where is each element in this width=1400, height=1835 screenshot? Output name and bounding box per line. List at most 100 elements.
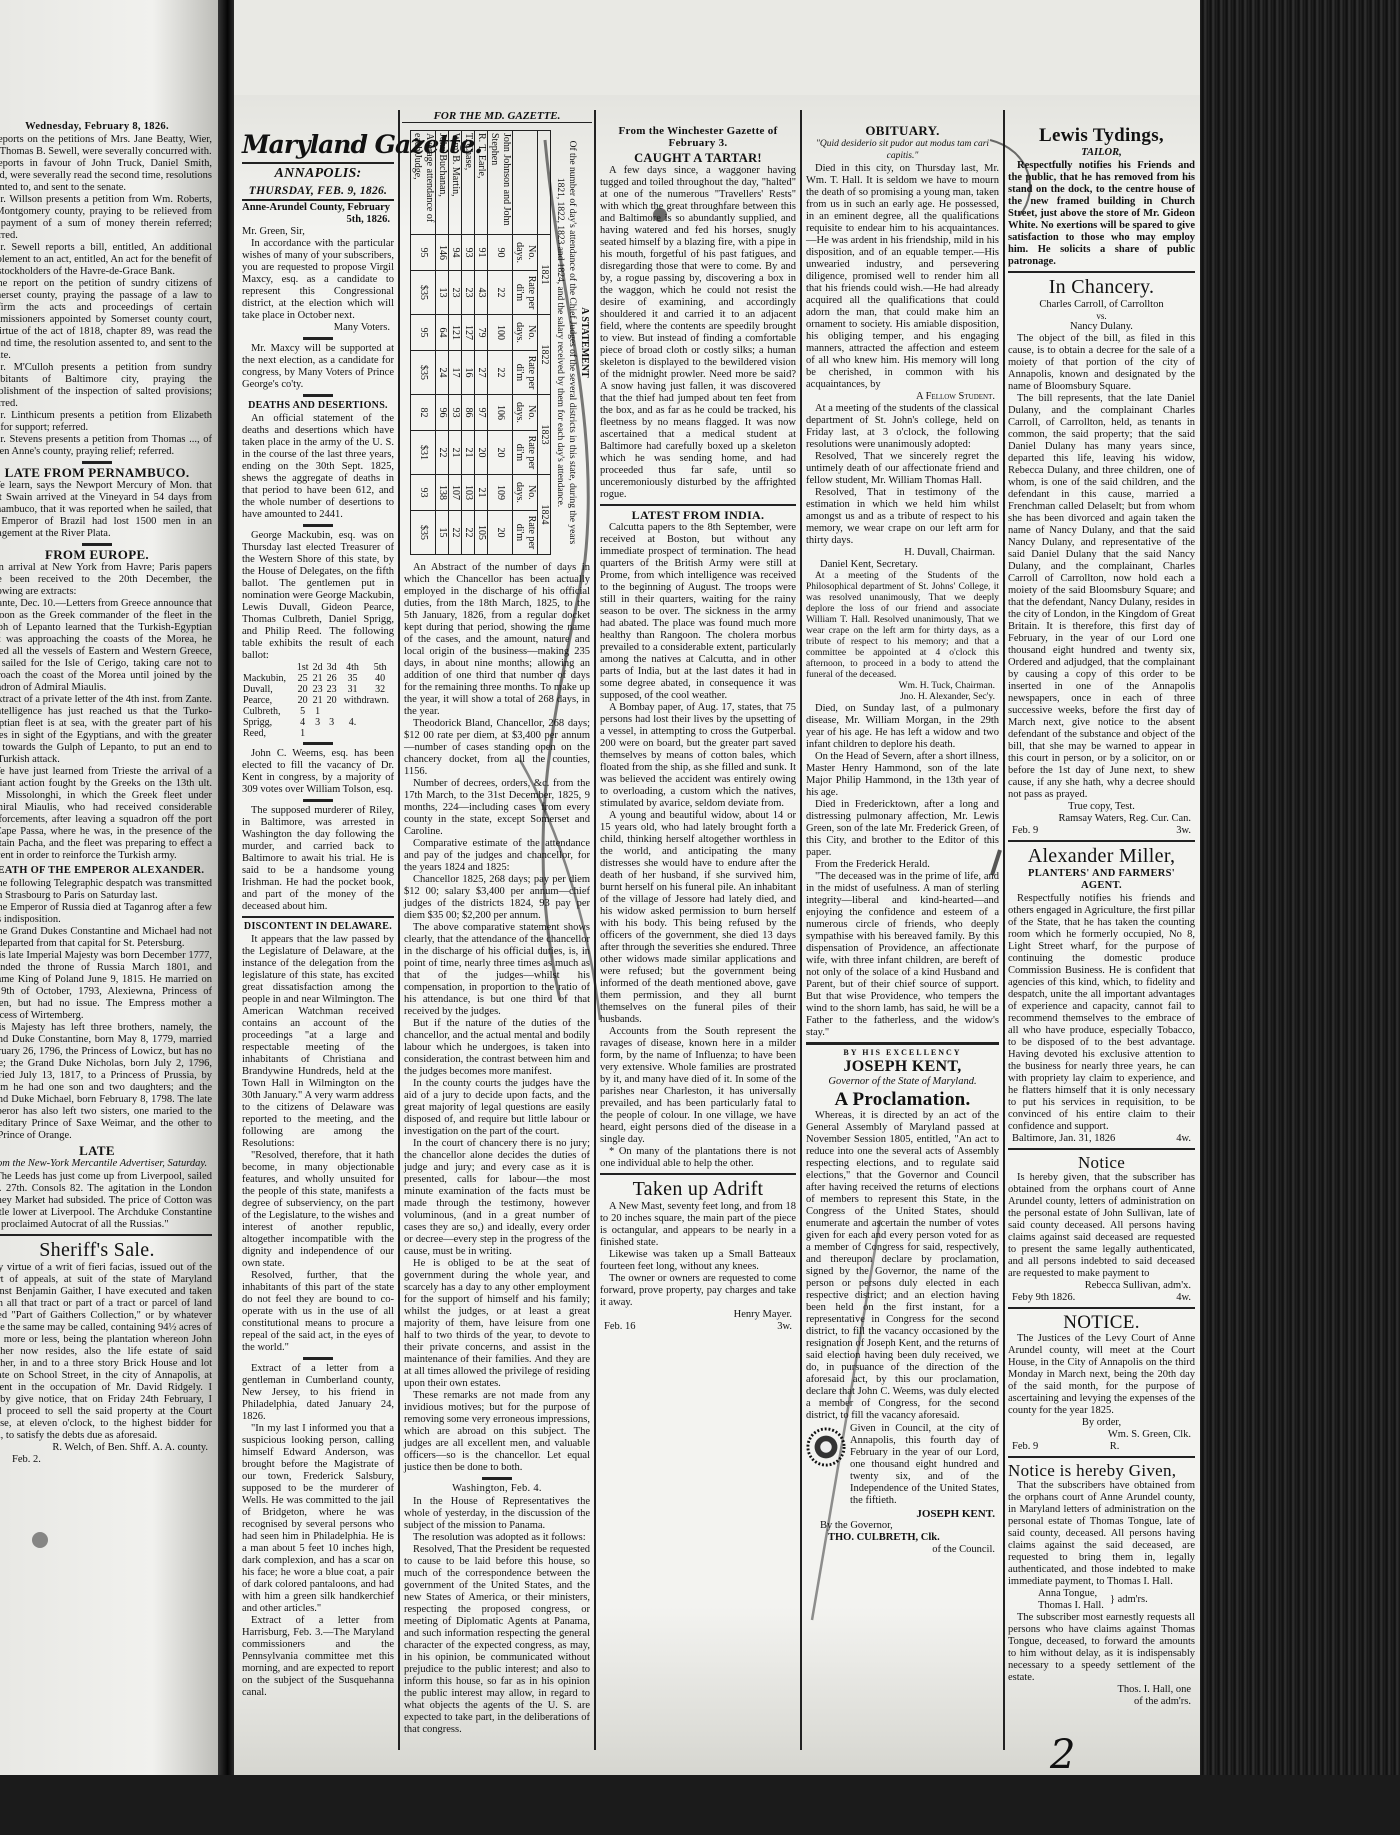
statement-cell: 23 xyxy=(461,270,475,315)
ballot-cell: 26 xyxy=(326,673,337,684)
weems-text: John C. Weems, esq. has been elected to … xyxy=(242,748,394,795)
statement-cell: 95 xyxy=(410,314,436,351)
ballot-cell: 5 xyxy=(300,706,306,717)
subheader: No. days. xyxy=(512,314,538,351)
notice3-signatures: Anna Tongue,Thomas I. Hall. } adm'rs. xyxy=(1038,1588,1195,1612)
ballot-cell: 20 xyxy=(326,695,337,706)
statement-cell: 22 xyxy=(487,350,513,395)
ballot-cell: 20 xyxy=(297,684,308,695)
ballot-cell: Sprigg, xyxy=(243,717,273,728)
india-heading: LATEST FROM INDIA. xyxy=(631,508,765,522)
meeting-text: Resolved, That in testimony of the estim… xyxy=(806,487,999,546)
statement-cell: 27 xyxy=(474,350,488,395)
europe-heading: FROM EUROPE. xyxy=(45,547,149,562)
statement-cell: 82 xyxy=(410,394,436,431)
india-text: Calcutta papers to the 8th September, we… xyxy=(600,522,796,701)
rule xyxy=(1008,1148,1195,1150)
abstract-text: These remarks are not made from any invi… xyxy=(404,1390,590,1473)
meeting-text: At a meeting of the students of the clas… xyxy=(806,403,999,450)
ballot-header xyxy=(242,662,295,673)
europe-text: Extract of a private letter of the 4th i… xyxy=(0,694,212,765)
column-rule xyxy=(800,110,802,1750)
proclamation-given-block: Given in Council, at the city of Annapol… xyxy=(806,1423,999,1507)
india-text: * On many of the plantations there is no… xyxy=(600,1146,796,1169)
chancery-versus: vs. xyxy=(1096,311,1107,321)
statement-cell: 91 xyxy=(474,234,488,271)
ballot-cell: 21 xyxy=(312,695,323,706)
statement-table-block: FOR THE MD. GAZETTE. A STATEMENT Of the … xyxy=(402,110,592,560)
proclamation-given: Given in Council, at the city of Annapol… xyxy=(850,1423,999,1506)
ballot-header: 4th xyxy=(346,662,359,673)
ballot-cell: Pearce, xyxy=(243,695,273,706)
proceeding: Mr. M'Culloh presents a petition from su… xyxy=(0,362,212,409)
notice2-term: R. xyxy=(1109,1441,1120,1452)
statement-subtitle: Of the number of day's attendance of the… xyxy=(555,140,577,545)
statement-cell: 43 xyxy=(474,270,488,315)
nj-text: Extract of a letter from Harrisburg, Feb… xyxy=(242,1615,394,1698)
statement-cell: 105 xyxy=(474,510,488,555)
statement-cell: 20 xyxy=(487,510,513,555)
alexander-text: The Grand Dukes Constantine and Michael … xyxy=(0,926,212,949)
column-4: OBITUARY. "Quid desiderio sit pudor aut … xyxy=(806,122,999,1556)
delaware-text: Resolved, further, that the inhabitants … xyxy=(242,1270,394,1353)
chancery-date: Feb. 9 xyxy=(1012,825,1039,836)
abstract-text: Comparative estimate of the attendance a… xyxy=(404,838,590,873)
statement-cell: 22 xyxy=(448,510,462,555)
nj-text: "In my last I informed you that a suspic… xyxy=(242,1423,394,1614)
statement-cell: 93 xyxy=(461,234,475,271)
europe-text: An arrival at New York from Havre; Paris… xyxy=(0,562,212,597)
herald-text: "The deceased was in the prime of life, … xyxy=(806,871,999,1038)
divider xyxy=(82,461,112,464)
notice1-signature: Rebecca Sullivan, adm'x. xyxy=(1084,1280,1191,1291)
rule xyxy=(806,1042,999,1045)
adrift-text: Likewise was taken up a Small Batteaux f… xyxy=(600,1249,796,1272)
ballot-header: 2d xyxy=(312,662,323,673)
rule xyxy=(0,1234,212,1236)
pernambuco-text: We learn, says the Newport Mercury of Mo… xyxy=(0,480,212,539)
statement-cell: 22 xyxy=(435,430,449,475)
subheader: Rate per di'm xyxy=(512,270,538,315)
washington-dateline: Washington, Feb. 4. xyxy=(452,1483,542,1494)
top-margin xyxy=(234,0,1200,95)
ballot-cell: 25 xyxy=(297,673,308,684)
statement-cell: 17 xyxy=(448,350,462,395)
statement-cell: 86 xyxy=(461,394,475,431)
proclamation-governor: JOSEPH KENT, xyxy=(843,1058,962,1075)
ballot-cell: 23 xyxy=(326,684,337,695)
sheriff-date: Feb. 2. xyxy=(12,1454,41,1465)
divider xyxy=(303,1357,333,1360)
abstract-text: Number of decrees, orders, &c. from the … xyxy=(404,778,590,837)
hall-signature: A Fellow Student. xyxy=(915,391,995,402)
newspaper-page xyxy=(234,95,1200,1775)
ballot-cell: 31 xyxy=(347,684,358,695)
masthead-date: THURSDAY, FEB. 9, 1826. xyxy=(242,185,394,201)
meeting2-chairman: Wm. H. Tuck, Chairman. xyxy=(898,681,995,691)
ballot-cell: 3 xyxy=(329,717,335,728)
abstract-text: Chancellor 1825, 268 days; pay per diem … xyxy=(404,874,590,921)
subheader: Rate per di'm xyxy=(512,350,538,395)
statement-cell: 16 xyxy=(461,350,475,395)
notice2-heading: NOTICE. xyxy=(1063,1312,1140,1333)
death-notice: Died, on Sunday last, of a pulmonary dis… xyxy=(806,703,999,750)
statement-cell: 93 xyxy=(410,474,436,511)
abstract-text: The above comparative statement shows cl… xyxy=(404,922,590,1017)
sheriff-text: By virtue of a writ of fieri facias, iss… xyxy=(0,1262,212,1441)
tartar-text: A few days since, a waggoner having tugg… xyxy=(600,165,796,500)
meeting2-secretary: Jno. H. Alexander, Sec'y. xyxy=(900,692,995,702)
india-text: A young and beautiful widow, about 14 or… xyxy=(600,810,796,1025)
statement-cell: $35 xyxy=(410,350,436,395)
meeting2-text: At a meeting of the Students of the Phil… xyxy=(806,571,999,680)
subheader: No. days. xyxy=(512,394,538,431)
column-3: From the Winchester Gazette of February … xyxy=(600,122,796,1333)
obituary-heading: OBITUARY. xyxy=(865,123,940,138)
proceeding: Reports in favour of John Truck, Daniel … xyxy=(0,158,212,193)
statement-cell: 20 xyxy=(487,430,513,475)
chancery-heading: In Chancery. xyxy=(1048,276,1155,298)
abstract-text: In the court of chancery there is no jur… xyxy=(404,1138,590,1257)
ballot-header: 1st xyxy=(296,662,309,673)
subheader: No. days. xyxy=(512,474,538,511)
statement-cell: 94 xyxy=(448,234,462,271)
